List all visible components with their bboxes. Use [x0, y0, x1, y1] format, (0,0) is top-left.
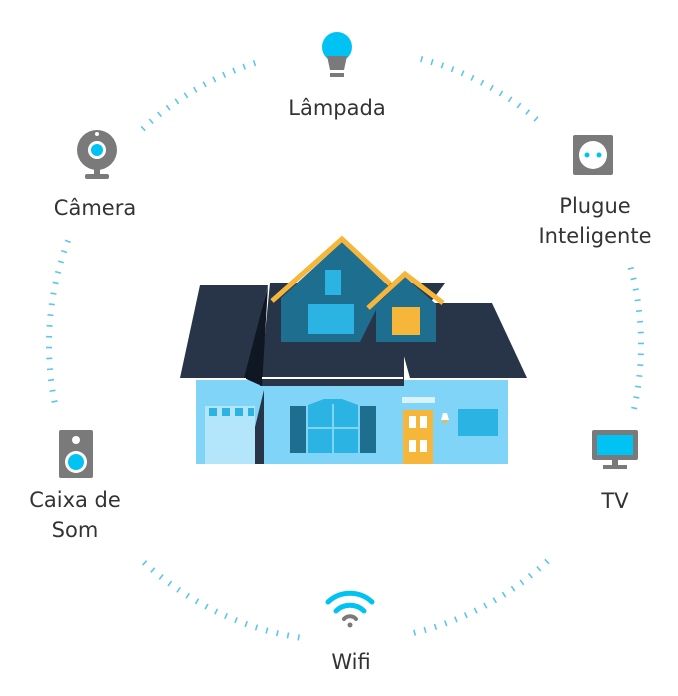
ring-dot — [440, 62, 445, 69]
ring-dot — [480, 79, 485, 86]
ring-dot — [142, 560, 148, 566]
ring-dot — [140, 125, 146, 132]
ring-dot — [194, 598, 200, 605]
ring-dot — [265, 627, 269, 634]
webcam-icon — [77, 130, 117, 179]
ring-dot — [165, 104, 171, 111]
ring-dot — [433, 623, 438, 630]
ring-dot — [286, 632, 290, 639]
ring-dot — [430, 58, 434, 66]
ring-dot — [297, 634, 300, 641]
ring-dot — [158, 574, 164, 580]
ring-dot — [454, 616, 458, 623]
ring-dot — [544, 558, 550, 565]
ring-dot — [51, 400, 58, 403]
ring-dot — [627, 266, 635, 270]
ring-dot — [631, 406, 638, 410]
ring-dot — [501, 591, 507, 598]
ring-dot — [193, 86, 198, 93]
ring-dot — [222, 71, 227, 78]
ring-dot — [630, 277, 637, 281]
ring-dot — [61, 249, 68, 254]
plug-label: Plugue Inteligente — [538, 191, 651, 251]
smart-plug-icon — [573, 135, 613, 175]
ring-dot — [413, 629, 417, 636]
camera-label: Câmera — [53, 196, 137, 220]
ring-dot — [536, 565, 542, 572]
speaker-icon — [59, 430, 93, 478]
plug-label-line2: Inteligente — [538, 224, 652, 248]
ring-dot — [460, 70, 465, 77]
connection-ring — [46, 55, 645, 641]
ring-dot — [525, 109, 531, 115]
ring-dot — [48, 303, 55, 306]
house-illustration — [180, 235, 527, 464]
ring-dot — [234, 617, 238, 624]
ring-dot — [423, 626, 427, 634]
speaker-label-line2: Som — [51, 518, 99, 542]
ring-dot — [49, 389, 56, 393]
ring-dot — [507, 96, 513, 103]
ring-dot — [54, 270, 62, 274]
ring-dot — [510, 585, 516, 592]
ring-dot — [57, 260, 65, 264]
ring-dot — [174, 98, 180, 105]
lamp-label: Lâmpada — [288, 96, 386, 120]
ring-dot — [473, 607, 478, 614]
ring-dot — [470, 74, 475, 81]
ring-dot — [420, 55, 424, 63]
ring-dot — [202, 81, 207, 88]
ring-dot — [47, 313, 54, 317]
ring-dot — [252, 60, 257, 67]
ring-dot — [636, 374, 643, 378]
ring-dot — [64, 239, 71, 244]
plug-label-line1: Plugue — [559, 194, 631, 218]
ring-dot — [634, 385, 642, 388]
ring-dot — [489, 84, 494, 91]
speaker-label-line1: Caixa de — [29, 488, 121, 512]
ring-dot — [150, 567, 156, 573]
ring-dot — [632, 288, 639, 291]
ring-dot — [519, 579, 525, 586]
tv-icon — [592, 430, 638, 469]
ring-dot — [52, 281, 59, 285]
ring-dot — [185, 592, 190, 599]
ring-dot — [50, 292, 57, 295]
ring-dot — [167, 580, 173, 587]
ring-dot — [254, 624, 259, 631]
ring-dot — [634, 298, 641, 302]
ring-dot — [244, 620, 248, 628]
ring-dot — [214, 608, 219, 615]
wifi-icon — [325, 590, 375, 628]
speaker-label: Caixa de Som — [29, 485, 121, 545]
ring-dot — [450, 66, 455, 73]
ring-dot — [527, 572, 533, 579]
ring-dot — [635, 309, 643, 313]
ring-dot — [492, 597, 497, 604]
ring-dot — [275, 630, 279, 637]
ring-dot — [463, 612, 468, 619]
ring-dot — [224, 612, 228, 620]
wifi-label: Wifi — [331, 650, 371, 674]
ring-dot — [183, 92, 189, 99]
ring-dot — [533, 116, 539, 122]
ring-dot — [48, 378, 55, 382]
ring-dot — [157, 111, 163, 118]
light-bulb-icon — [322, 32, 352, 77]
ring-dot — [498, 90, 504, 97]
ring-dot — [204, 603, 209, 610]
ring-dot — [516, 102, 522, 109]
ring-dot — [483, 602, 488, 609]
ring-dot — [148, 118, 154, 125]
ring-dot — [232, 67, 236, 74]
ring-dot — [443, 620, 448, 627]
tv-label: TV — [601, 489, 629, 513]
ring-dot — [212, 76, 217, 83]
ring-dot — [176, 586, 181, 593]
ring-dot — [633, 396, 640, 399]
ring-dot — [242, 63, 247, 70]
